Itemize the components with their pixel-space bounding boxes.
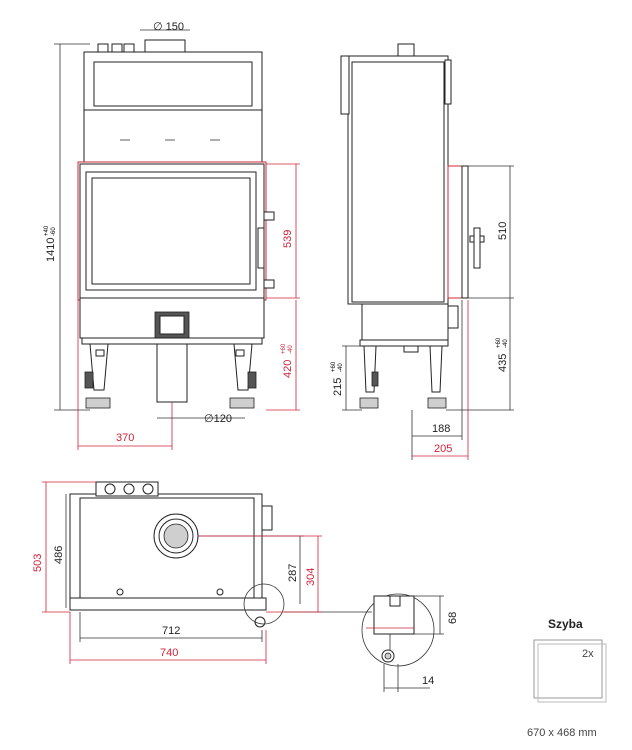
flue-diameter-label: ∅ 150 bbox=[153, 21, 184, 33]
top-offset-287-label: 287 bbox=[287, 564, 299, 582]
side-view bbox=[340, 43, 514, 460]
side-leg-tol-minus: -40 bbox=[338, 363, 344, 372]
side-depth-188-label: 188 bbox=[432, 423, 450, 435]
side-leg-height-label: 215 bbox=[332, 378, 344, 396]
leg-height-label: 420 bbox=[282, 360, 294, 378]
glass-size: 670 x 468 mm bbox=[527, 727, 597, 739]
front-view bbox=[54, 29, 300, 450]
side-leg-tol-plus: +60 bbox=[331, 361, 337, 372]
glass-count: 2x bbox=[582, 648, 594, 660]
height-total-label: 1410 bbox=[45, 238, 57, 262]
top-offset-304-label: 304 bbox=[305, 568, 317, 586]
side-bottom-height-label: 435 bbox=[497, 354, 509, 372]
height-tol-minus: -60 bbox=[51, 227, 57, 236]
top-depth-486-label: 486 bbox=[53, 546, 65, 564]
glass-pane-icon bbox=[533, 639, 607, 703]
air-inlet-diameter-label: ∅120 bbox=[204, 413, 232, 425]
detail-68-label: 68 bbox=[447, 612, 459, 624]
side-bottom-tol-plus: +60 bbox=[496, 337, 502, 348]
width-740-label: 740 bbox=[160, 647, 178, 659]
offset-370-label: 370 bbox=[116, 432, 134, 444]
side-depth-205-label: 205 bbox=[434, 443, 452, 455]
detail-14-label: 14 bbox=[422, 675, 434, 687]
door-height-label: 539 bbox=[282, 230, 294, 248]
detail-view bbox=[361, 593, 444, 692]
height-tol-plus: +40 bbox=[44, 225, 50, 236]
leg-tol-plus: +60 bbox=[281, 343, 287, 354]
top-depth-503-label: 503 bbox=[32, 554, 44, 572]
top-view bbox=[42, 481, 372, 664]
width-712-label: 712 bbox=[162, 625, 180, 637]
leg-tol-minus: -40 bbox=[288, 345, 294, 354]
side-door-height-label: 510 bbox=[497, 222, 509, 240]
glass-title: Szyba bbox=[548, 617, 583, 631]
side-bottom-tol-minus: -40 bbox=[503, 339, 509, 348]
